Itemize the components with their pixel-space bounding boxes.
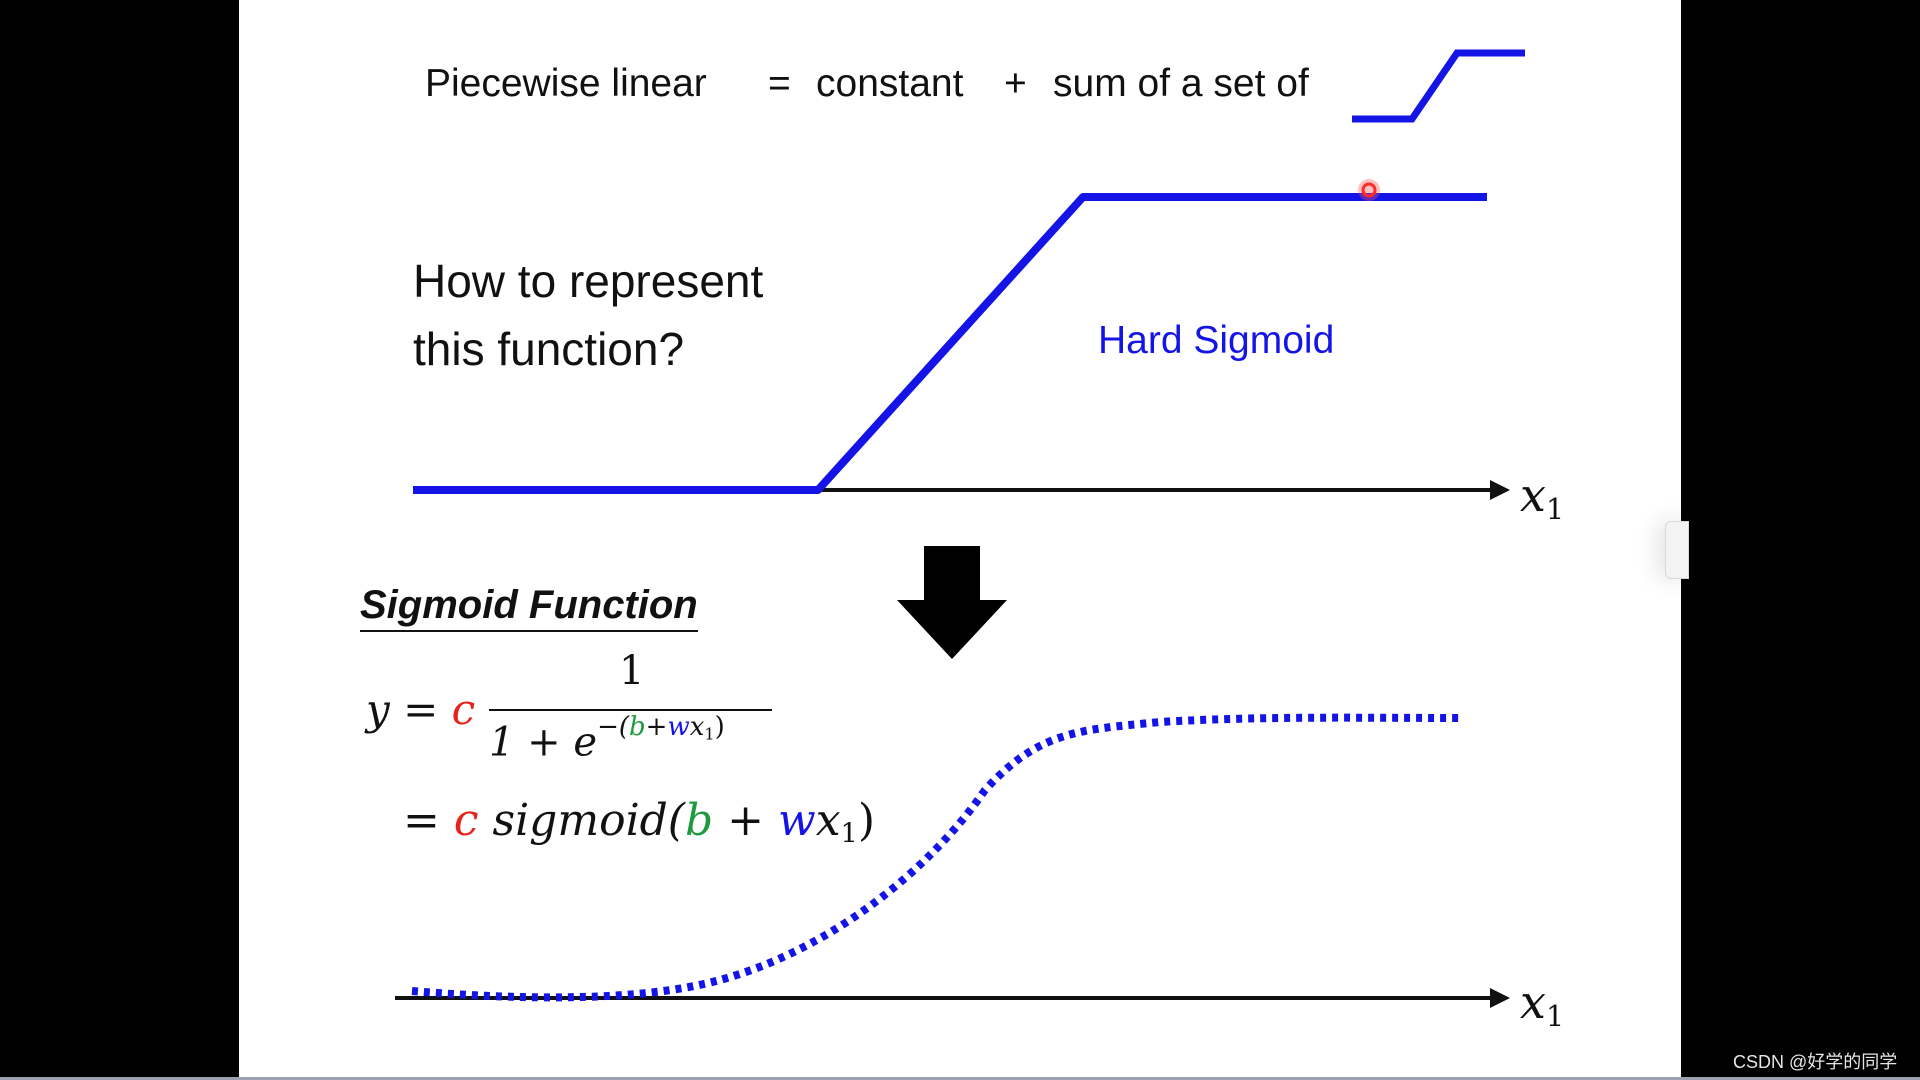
- laser-pointer-dot-icon: [1358, 179, 1380, 201]
- fraction-denominator: 1 + e−(b+wx1): [489, 712, 725, 766]
- down-arrow-icon: [897, 546, 1007, 659]
- plus-sign: +: [1004, 62, 1027, 105]
- bottom-frame-edge: [0, 1077, 1920, 1080]
- fraction-numerator: 1: [619, 648, 645, 694]
- side-panel-handle[interactable]: [1665, 521, 1689, 579]
- hard-sigmoid-curve: [413, 193, 1487, 494]
- step-function-icon: [1352, 49, 1525, 123]
- x-axis-bottom-arrowhead: [1490, 988, 1510, 1008]
- piecewise-linear-label: Piecewise linear: [425, 62, 707, 105]
- fraction-bar: [489, 709, 772, 711]
- watermark-text: CSDN @好学的同学: [1733, 1052, 1898, 1072]
- x1-axis-label-bottom: x1: [1520, 975, 1565, 1033]
- sigmoid-function-title: Sigmoid Function: [360, 583, 698, 632]
- formula-lhs: y = c: [366, 685, 476, 734]
- sigmoid-dotted-curve: [411, 713, 1463, 1002]
- question-text: How to represent this function?: [413, 255, 764, 375]
- slide-canvas: [239, 0, 1681, 1080]
- equals-sign: =: [768, 62, 791, 105]
- x1-axis-label-top: x1: [1520, 468, 1565, 526]
- formula-line2: = c sigmoid(b + wx1): [403, 795, 876, 850]
- constant-label: constant: [816, 62, 964, 105]
- sum-of-set-label: sum of a set of: [1053, 62, 1309, 105]
- hard-sigmoid-label: Hard Sigmoid: [1098, 319, 1335, 362]
- x-axis-top-arrowhead: [1490, 480, 1510, 500]
